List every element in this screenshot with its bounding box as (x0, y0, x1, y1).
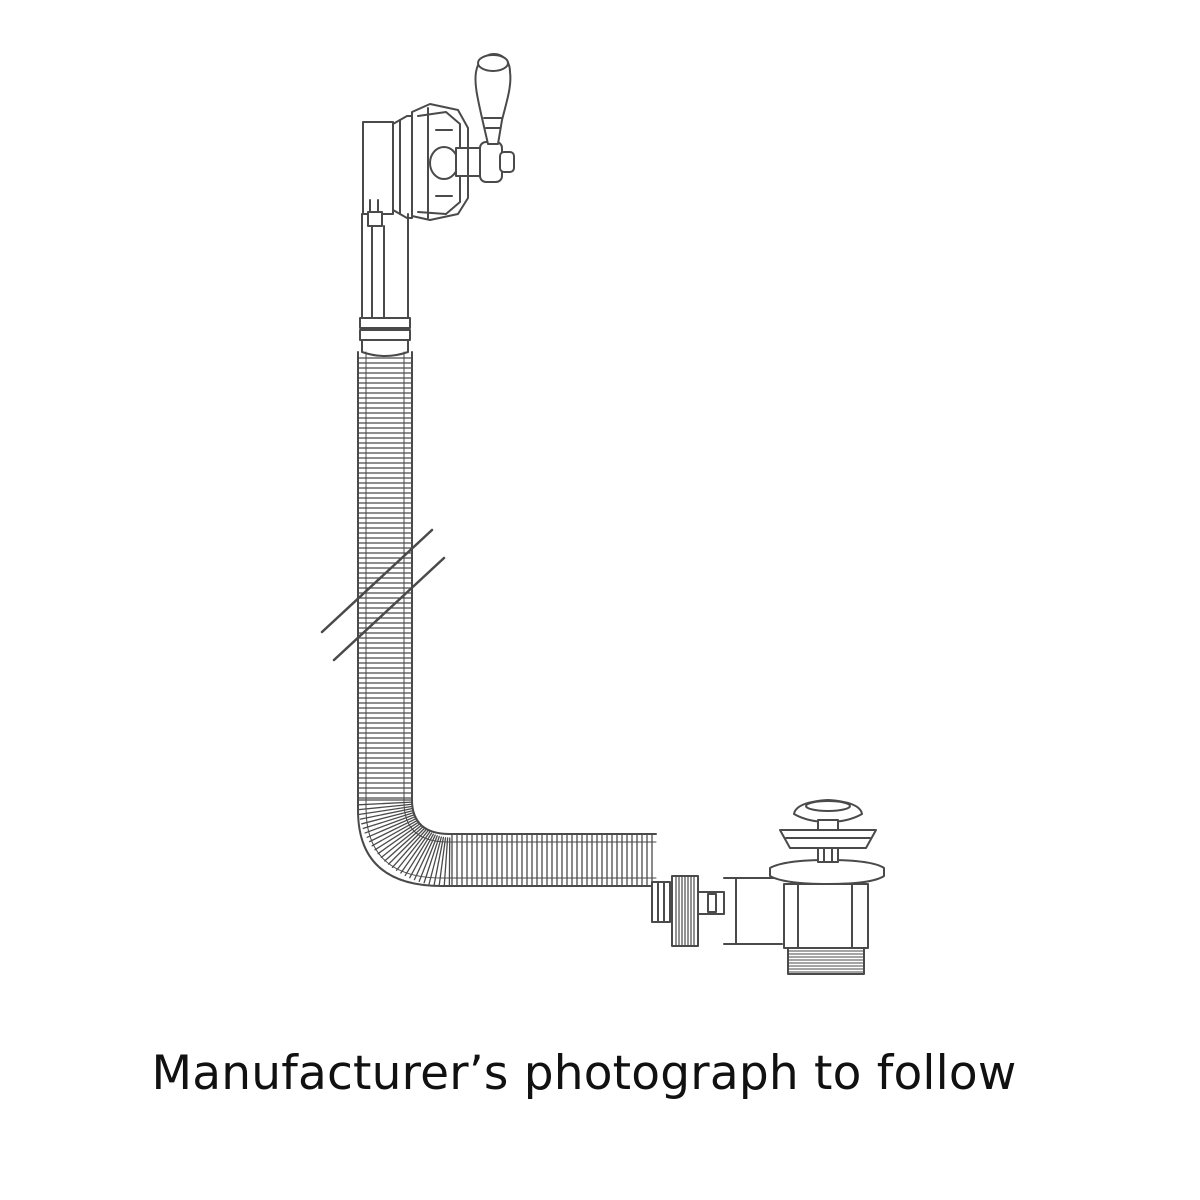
hose-connector (651, 875, 783, 947)
break-line (320, 528, 446, 662)
hose-rib (438, 837, 447, 887)
waste-body (769, 859, 885, 975)
hose-rib (357, 801, 413, 806)
hose-rib (413, 834, 436, 881)
pop-up-plug (779, 799, 877, 863)
hose-rib (428, 836, 442, 885)
caption-text: Manufacturer’s photograph to follow (151, 1046, 1017, 1101)
hose-rib (359, 807, 414, 820)
hose-rib (366, 815, 417, 838)
hose-rib (395, 830, 429, 871)
flexible-hose (357, 351, 657, 888)
hose-rib (384, 826, 424, 862)
overflow-assembly (362, 103, 515, 221)
hose-rib (443, 837, 449, 887)
hose-rib (368, 817, 418, 843)
hose-rib (433, 836, 445, 886)
hose-rib (377, 822, 421, 855)
overflow-lever-handle (474, 53, 512, 145)
hose-rib (400, 831, 431, 874)
hose-rib (409, 833, 434, 879)
hose-rib (380, 824, 423, 859)
hose-rib (374, 821, 420, 851)
hose-rib (387, 827, 426, 865)
hose-rib (358, 803, 413, 811)
hose-rib (418, 835, 438, 883)
hose-rib (404, 832, 433, 877)
hose-rib (364, 813, 416, 834)
hose-rib (358, 805, 414, 816)
hose-rib (361, 809, 415, 825)
hose-rib (371, 819, 419, 847)
hose-rib (423, 835, 440, 884)
cable-tube (359, 199, 411, 357)
hose-rib (391, 828, 427, 868)
hose-rib (362, 811, 415, 830)
